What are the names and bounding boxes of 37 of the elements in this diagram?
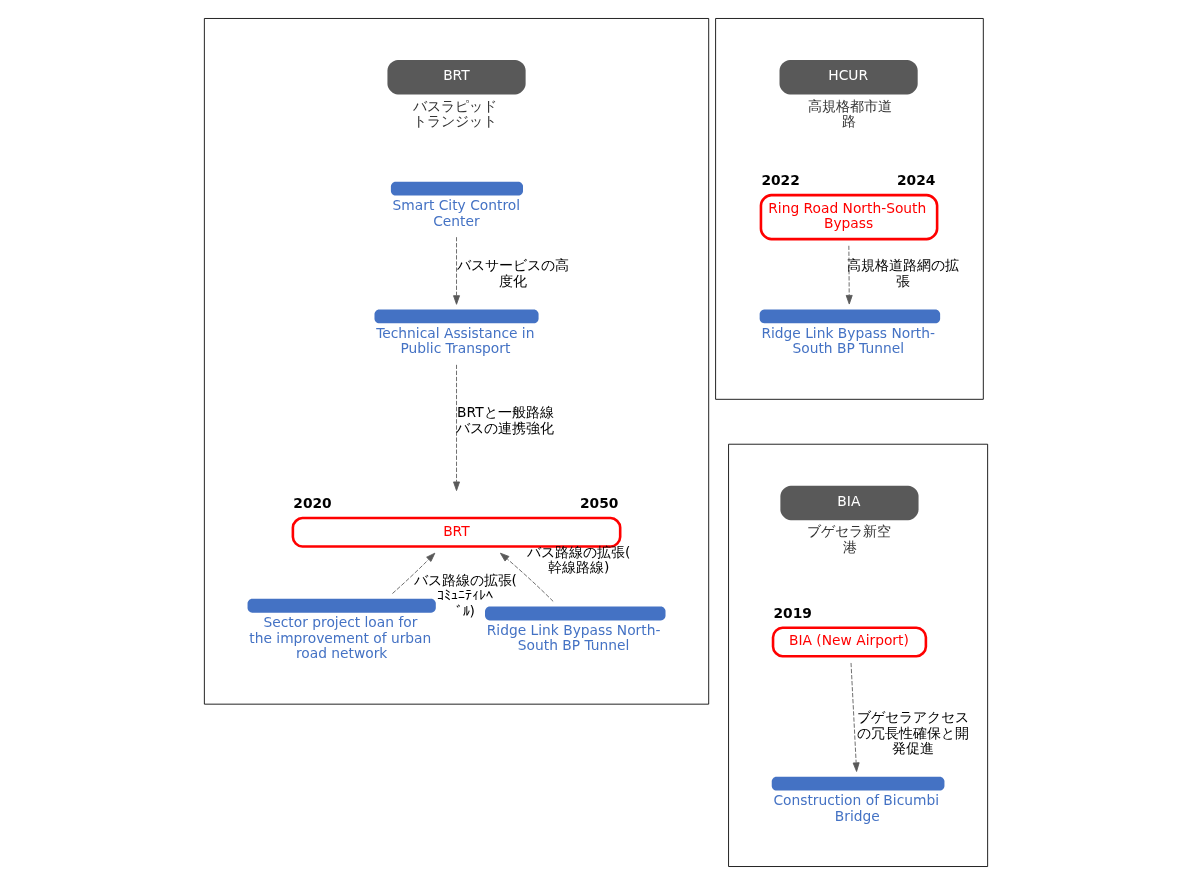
node-label: 高規格都市道路: [807, 97, 892, 130]
node-box: BIA: [780, 485, 919, 521]
node-box: BIA (New Airport): [771, 626, 928, 658]
node-label: 2019: [773, 604, 812, 621]
node-label: Construction of Bicumbi Bridge: [773, 792, 940, 824]
node-box: [374, 309, 539, 324]
cluster: [203, 18, 710, 705]
edge-label: 高規格道路網の拡張: [847, 257, 960, 290]
node-label: Ridge Link Bypass North-South BP Tunnel: [761, 324, 935, 357]
node-label: バスラピッドトランジット: [413, 97, 498, 130]
arrow: [392, 552, 436, 594]
node-label: Smart City Control Center: [392, 197, 521, 229]
node-box: [247, 598, 436, 613]
arrow: [845, 245, 853, 305]
node-label: ブゲセラ新空港: [807, 523, 892, 555]
arrow: [850, 662, 860, 772]
node-box: Ring Road North-South Bypass: [759, 193, 939, 241]
node-label: 2022: [761, 171, 800, 188]
node-label: Ridge Link Bypass North-South BP Tunnel: [486, 621, 661, 654]
edge-label: ブゲセラアクセスの冗長性確保と開発促進: [856, 709, 969, 757]
node-label: 2024: [896, 171, 936, 188]
arrow: [500, 552, 554, 602]
edge-label: BRTと一般路線バスの連携強化: [456, 404, 555, 436]
node-box: [390, 181, 524, 196]
node-label: 2020: [293, 494, 332, 511]
node-label: 2050: [580, 494, 619, 511]
node-label: Technical Assistance in Public Transport: [376, 324, 535, 357]
cluster: [728, 443, 989, 867]
node-box: [771, 776, 945, 791]
arrow: [453, 364, 460, 491]
node-box: [485, 606, 666, 621]
cluster: [715, 18, 984, 400]
node-box: [759, 309, 941, 324]
node-box: BRT: [387, 59, 526, 95]
node-box: HCUR: [779, 59, 918, 95]
edge-label: バスサービスの高度化: [457, 257, 570, 290]
arrow: [453, 236, 460, 305]
